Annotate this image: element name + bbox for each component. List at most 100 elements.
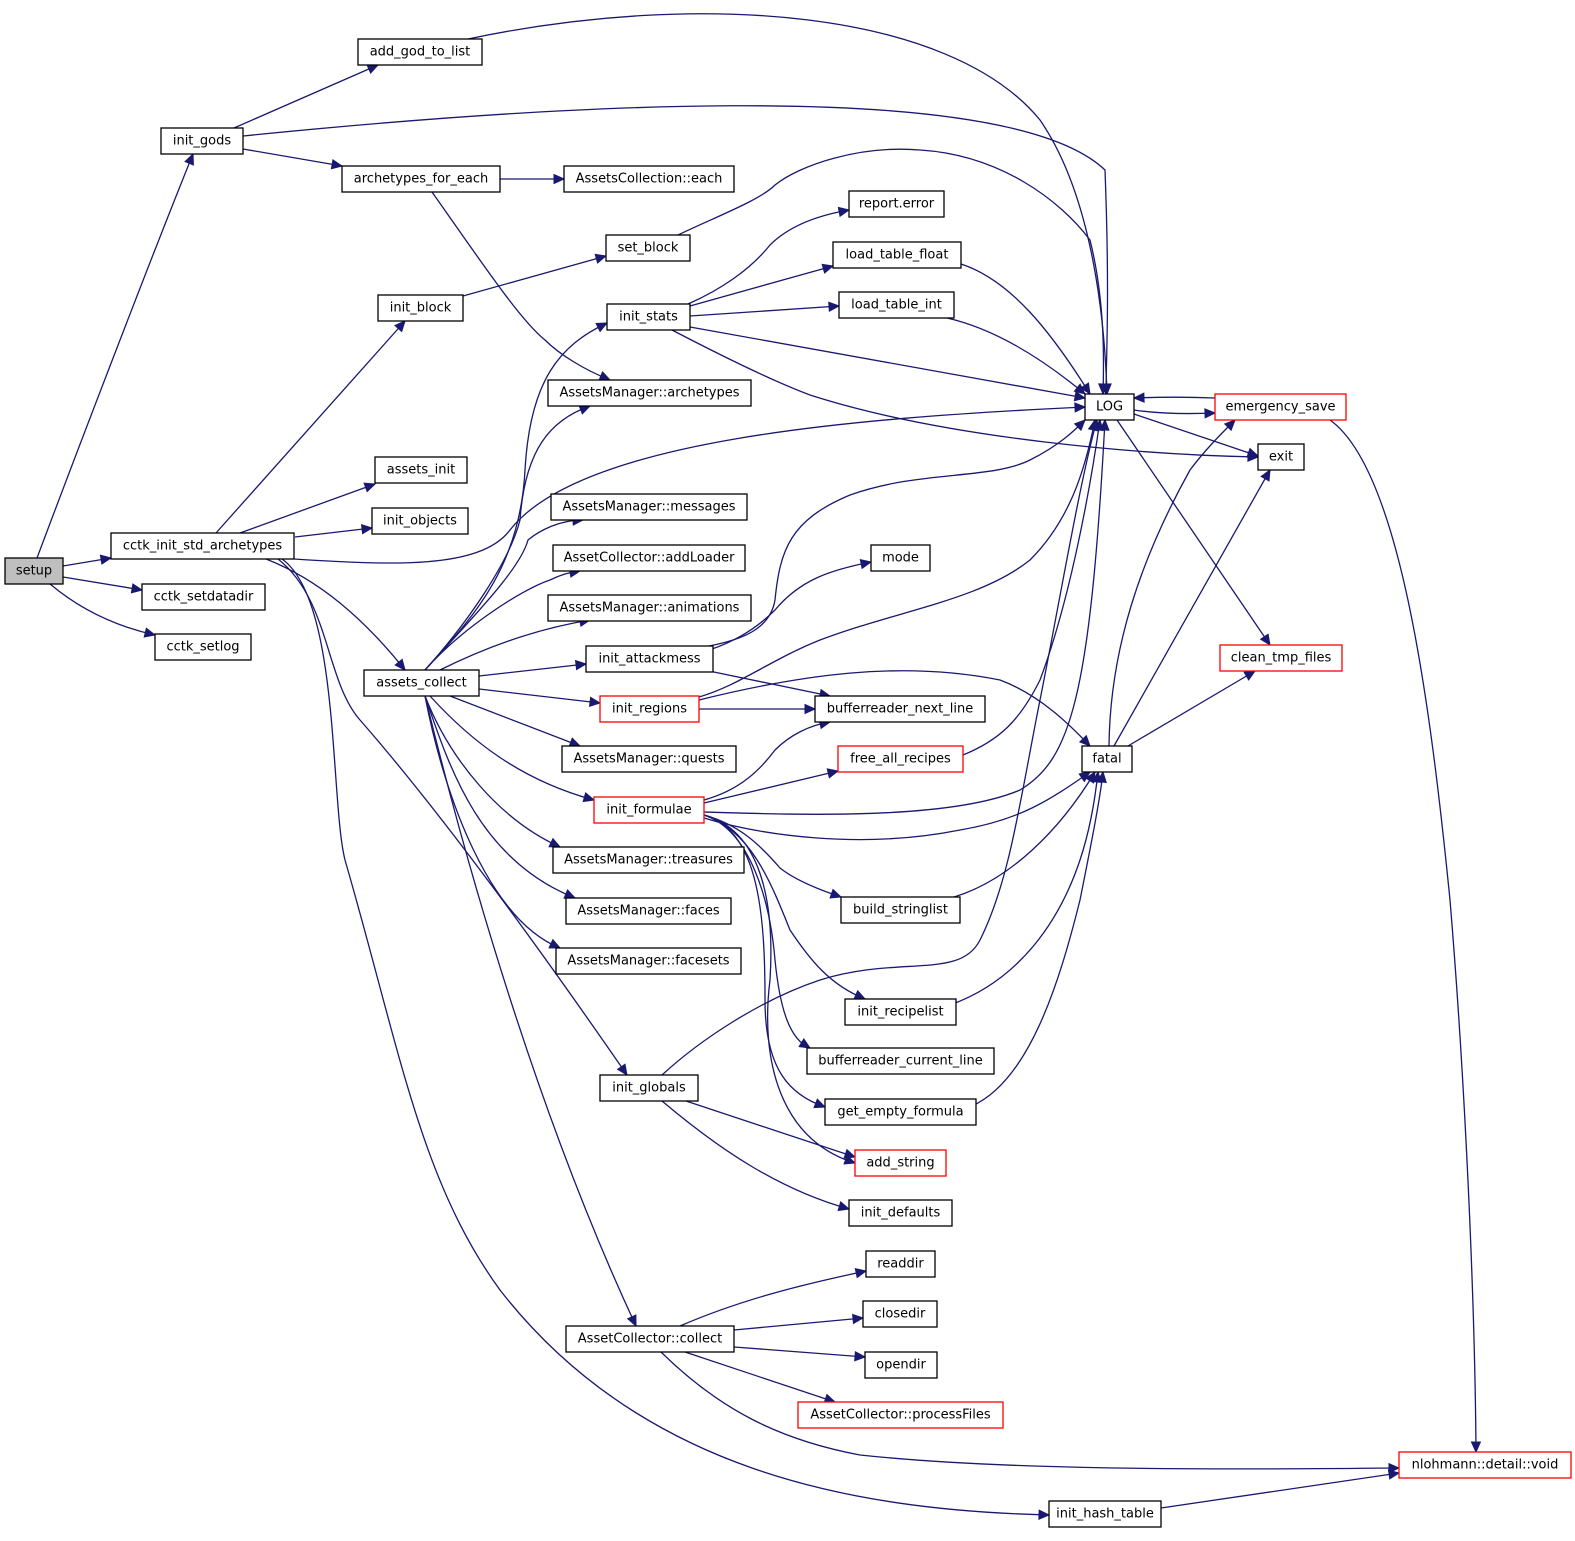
node-opendir[interactable]: opendir (864, 1351, 938, 1379)
node-am-treasures[interactable]: AssetsManager::treasures (552, 846, 745, 874)
node-clean-tmp-files[interactable]: clean_tmp_files (1219, 644, 1343, 672)
node-assets-init[interactable]: assets_init (374, 456, 468, 484)
edge-line (1133, 413, 1259, 457)
node-exit[interactable]: exit (1257, 443, 1305, 471)
arrowhead-icon (1259, 633, 1271, 647)
edge-line (424, 322, 608, 671)
node-label: mode (882, 551, 919, 566)
node-report-error[interactable]: report.error (848, 190, 945, 218)
node-am-animations[interactable]: AssetsManager::animations (547, 594, 752, 622)
node-am-archetypes[interactable]: AssetsManager::archetypes (547, 379, 752, 407)
node-init-gods[interactable]: init_gods (160, 127, 244, 155)
node-add-god-to-list[interactable]: add_god_to_list (357, 38, 483, 66)
edge-init_gods-to-archetypes_for_each (242, 148, 344, 170)
node-init-recipelist[interactable]: init_recipelist (844, 998, 957, 1026)
node-bufferreader-next-line[interactable]: bufferreader_next_line (814, 695, 986, 723)
node-label: init_attackmess (598, 652, 700, 667)
node-init-hash-table[interactable]: init_hash_table (1048, 1500, 1162, 1528)
node-get-empty-formula[interactable]: get_empty_formula (824, 1098, 977, 1126)
node-ac-collect[interactable]: AssetCollector::collect (565, 1325, 735, 1353)
node-build-stringlist[interactable]: build_stringlist (840, 896, 961, 924)
node-assets-collect[interactable]: assets_collect (363, 669, 480, 697)
node-cctk-setlog[interactable]: cctk_setlog (154, 633, 252, 661)
node-readdir[interactable]: readdir (865, 1250, 936, 1278)
edge-line (462, 255, 607, 297)
node-bufferreader-current-line[interactable]: bufferreader_current_line (806, 1047, 995, 1075)
node-am-faces[interactable]: AssetsManager::faces (565, 897, 732, 925)
node-fatal[interactable]: fatal (1081, 745, 1133, 773)
node-label: free_all_recipes (850, 752, 951, 767)
node-label: clean_tmp_files (1231, 651, 1332, 666)
edge-line (424, 695, 561, 949)
edge-setup-to-cctk_init_std_archetypes (62, 554, 113, 567)
arrowhead-icon (1038, 1509, 1051, 1520)
arrowhead-icon (1470, 1441, 1482, 1454)
node-label: cctk_setlog (166, 640, 239, 655)
node-load-table-float[interactable]: load_table_float (832, 241, 962, 269)
edge-archetypes_for_each-to-assets_collection_each (500, 173, 566, 185)
node-init-formulae[interactable]: init_formulae (593, 796, 705, 824)
node-ac-processFiles[interactable]: AssetCollector::processFiles (797, 1401, 1004, 1429)
edge-init_stats-to-report_error (687, 206, 851, 305)
node-label: init_hash_table (1056, 1507, 1154, 1522)
node-free-all-recipes[interactable]: free_all_recipes (837, 745, 964, 773)
edge-line (1329, 419, 1477, 1453)
edge-init_globals-to-init_defaults (661, 1100, 851, 1212)
arrowhead-icon (184, 152, 194, 166)
node-label: init_stats (619, 310, 678, 325)
node-init-defaults[interactable]: init_defaults (848, 1199, 953, 1227)
edge-line (689, 305, 840, 317)
node-init-objects[interactable]: init_objects (371, 507, 469, 535)
node-init-globals[interactable]: init_globals (599, 1074, 699, 1102)
node-cctk-init-std-archetypes[interactable]: cctk_init_std_archetypes (110, 532, 295, 560)
edge-assets_collect-to-init_regions (478, 688, 602, 708)
node-set-block[interactable]: set_block (605, 234, 691, 262)
node-box (606, 303, 691, 331)
edge-fatal-to-clean_tmp_files (1127, 670, 1257, 747)
node-nlohmann-void[interactable]: nlohmann::detail::void (1398, 1451, 1572, 1479)
node-add-string[interactable]: add_string (854, 1149, 947, 1177)
edge-init_hash_table-to-nlohmann_void (1160, 1469, 1401, 1509)
node-emergency-save[interactable]: emergency_save (1214, 393, 1347, 421)
node-init-attackmess[interactable]: init_attackmess (585, 645, 714, 673)
node-assets-collection-each[interactable]: AssetsCollection::each (563, 165, 735, 193)
arrowhead-icon (1098, 383, 1109, 396)
node-box (1214, 393, 1347, 421)
node-archetypes-for-each[interactable]: archetypes_for_each (341, 165, 501, 193)
node-box (555, 947, 742, 975)
edge-line (661, 1100, 850, 1210)
edge-line (687, 209, 850, 305)
node-label: assets_collect (376, 676, 466, 691)
node-label: AssetCollector::collect (578, 1332, 722, 1347)
edge-line (62, 576, 143, 591)
node-box (341, 165, 501, 193)
node-label: exit (1269, 450, 1293, 465)
arrowhead-icon (859, 558, 873, 570)
node-setup[interactable]: setup (4, 557, 64, 585)
node-box (550, 493, 748, 521)
edge-line (689, 326, 1086, 399)
arrowhead-icon (854, 1350, 867, 1362)
node-ac-addLoader[interactable]: AssetCollector::addLoader (552, 544, 746, 572)
node-init-regions[interactable]: init_regions (599, 695, 700, 723)
node-cctk-setdatadir[interactable]: cctk_setdatadir (141, 583, 266, 611)
node-closedir[interactable]: closedir (862, 1300, 938, 1328)
edge-line (265, 558, 406, 671)
node-label: setup (16, 564, 52, 579)
node-am-messages[interactable]: AssetsManager::messages (550, 493, 748, 521)
node-LOG[interactable]: LOG (1084, 393, 1135, 421)
edge-line (1127, 670, 1256, 747)
edge-line (478, 663, 587, 677)
node-mode[interactable]: mode (870, 544, 931, 572)
node-box (377, 294, 464, 322)
node-load-table-int[interactable]: load_table_int (838, 291, 955, 319)
arrowhead-icon (826, 768, 840, 779)
node-init-block[interactable]: init_block (377, 294, 464, 322)
edge-assets_collect-to-init_attackmess (478, 659, 588, 677)
node-label: LOG (1096, 400, 1123, 415)
node-init-stats[interactable]: init_stats (606, 303, 691, 331)
node-am-facesets[interactable]: AssetsManager::facesets (555, 947, 742, 975)
edge-line (703, 814, 842, 898)
edge-line (671, 329, 1259, 458)
node-am-quests[interactable]: AssetsManager::quests (561, 745, 737, 773)
